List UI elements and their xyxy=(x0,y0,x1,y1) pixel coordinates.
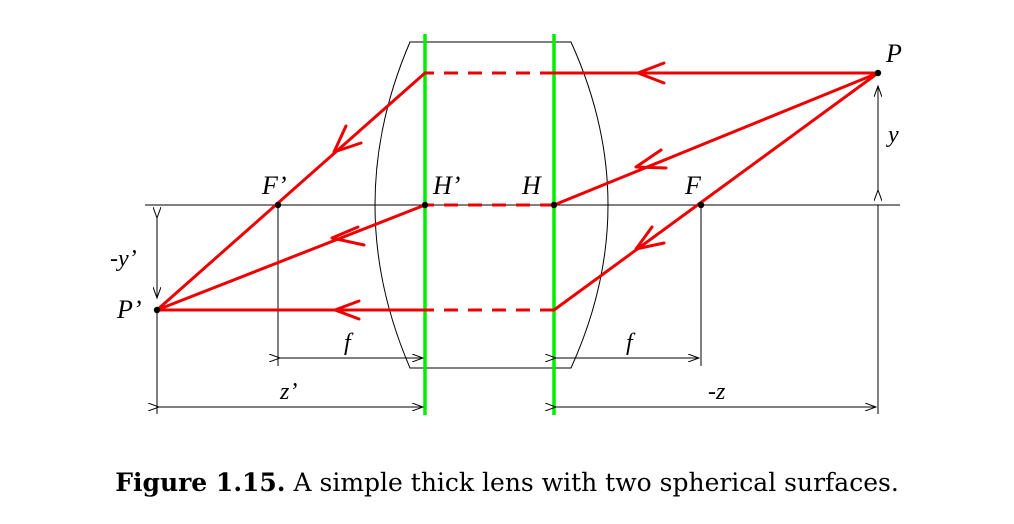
label-p-prime: P’ xyxy=(116,295,142,324)
ray-arrowhead xyxy=(634,225,666,251)
label-neg-y-prime: -y’ xyxy=(110,246,137,272)
thick-lens-diagram: P y H’ H F’ F -y’ P’ f f z’ -z xyxy=(110,34,902,415)
ray-chief-incoming xyxy=(552,71,880,207)
label-z-prime: z’ xyxy=(279,379,297,405)
ray-arrowhead xyxy=(330,225,366,247)
label-p: P xyxy=(885,39,902,68)
figure-caption-label: Figure 1.15. xyxy=(115,468,286,497)
ray-parallel-refracted xyxy=(155,71,427,312)
ray-arrowhead xyxy=(634,148,668,170)
point-p-prime xyxy=(153,306,161,314)
label-h-prime: H’ xyxy=(432,171,460,200)
ray-arrowhead xyxy=(636,61,666,85)
figure-caption-text: A simple thick lens with two spherical s… xyxy=(293,468,899,497)
ray-arrowhead xyxy=(333,299,361,321)
point-p xyxy=(874,69,882,77)
ray-chief-outgoing xyxy=(155,203,427,312)
label-f-right: f xyxy=(626,330,636,356)
ray-arrowhead xyxy=(332,124,363,154)
label-h: H xyxy=(521,171,542,200)
point-h-prime xyxy=(421,201,429,209)
label-f: F xyxy=(684,171,702,200)
label-neg-z: -z xyxy=(708,379,726,405)
point-f-prime xyxy=(274,201,282,209)
point-h xyxy=(550,201,558,209)
figure-caption: Figure 1.15.A simple thick lens with two… xyxy=(0,468,1014,497)
ray-focal-incoming xyxy=(552,71,880,312)
point-f xyxy=(697,201,705,209)
lens-outline xyxy=(374,41,609,369)
label-f-left: f xyxy=(344,330,354,356)
label-f-prime: F’ xyxy=(261,171,287,200)
label-y: y xyxy=(886,122,899,148)
